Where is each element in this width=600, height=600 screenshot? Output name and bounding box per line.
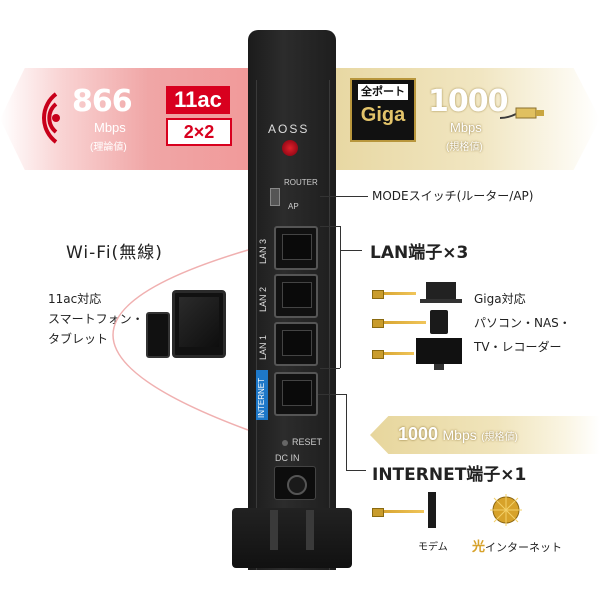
stand-slot-left [270,510,278,550]
internet-callout-vertical [346,394,347,470]
wifi-speed-unit: Mbps [94,120,126,135]
giga-desc-line2: パソコン・NAS・ [474,316,571,330]
lan-2-label: LAN 2 [258,286,268,312]
all-port-badge: 全ポート Giga [350,78,416,142]
tv-icon [416,338,462,374]
wifi-arc [18,240,258,444]
aoss-label: AOSS [268,122,310,136]
giga-desc-line1: Giga対応 [474,292,526,306]
internet-callout-bottom [346,470,366,471]
router-top-panel [256,80,330,570]
lan-cable-2 [376,321,426,324]
giga-desc-line3: TV・レコーダー [474,340,562,354]
wan-speed-note: (規格値) [481,432,518,443]
wifi-title: Wi-Fi(無線) [66,243,163,263]
wifi-speed-note: (理論値) [90,142,127,153]
lan-callout-top [320,226,340,227]
mode-router-label: ROUTER [284,178,318,187]
smartphone-icon [146,312,170,358]
hikari-label: 光インターネット [472,536,562,555]
lan-plug-1 [372,290,384,299]
mode-switch-callout: MODEスイッチ(ルーター/AP) [372,189,534,203]
wan-speed-unit: Mbps [442,427,477,443]
reset-button[interactable] [282,440,288,446]
wifi-desc-line3: タブレット [48,332,109,346]
wan-plug [372,508,384,517]
lan-ports-callout: LAN端子×3 [370,243,469,263]
dc-in-port[interactable] [274,466,316,500]
lan-callout-mid [340,250,362,251]
lan-port-2[interactable] [274,274,318,318]
wan-cable [376,510,424,513]
internet-label: INTERNET [257,378,266,418]
giga-label: Giga [360,104,406,126]
wired-speed-note: (規格値) [446,142,483,153]
wired-speed-value: 1000 [428,84,508,119]
11ac-badge: 11ac [166,86,230,114]
lan-callout-bracket [340,226,341,368]
lan-port-1[interactable] [274,322,318,366]
internet-callout-top [318,394,346,395]
reset-label: RESET [292,437,323,447]
wired-speed-unit: Mbps [450,120,482,135]
lan-plug-3 [372,350,384,359]
hikari-globe-icon [486,490,526,534]
wifi-desc-line1: 11ac対応 [48,292,102,306]
tablet-icon [172,290,226,358]
modem-icon [428,492,436,528]
dc-in-label: DC IN [275,453,300,463]
aoss-button[interactable] [282,140,298,156]
wan-speed-value: 1000 [398,424,439,444]
modem-label: モデム [418,542,448,553]
2x2-badge: 2×2 [166,118,232,146]
internet-port[interactable] [274,372,318,416]
mode-switch[interactable] [270,188,280,206]
stand-slot-right [306,510,314,550]
wan-speed-text: 1000 Mbps (規格値) [398,424,518,445]
internet-port-callout: INTERNET端子×1 [372,465,527,485]
mode-ap-label: AP [288,202,299,211]
lan-cable-icon [498,98,548,132]
lan-cable-1 [376,292,416,295]
hikari-rest: インターネット [485,541,563,554]
mode-callout-line [320,196,368,197]
wifi-speed-value: 866 [72,84,133,119]
lan-port-3[interactable] [274,226,318,270]
lan-plug-2 [372,319,384,328]
lan-3-label: LAN 3 [258,238,268,264]
laptop-icon [420,282,462,308]
lan-1-label: LAN 1 [258,334,268,360]
router-stand [232,508,352,568]
lan-callout-bottom [320,368,340,369]
all-port-label: 全ポート [358,84,408,100]
lan-cable-3 [376,352,414,355]
wifi-signal-icon [22,90,62,150]
nas-icon [430,310,448,334]
internet-label-badge [256,370,268,420]
hikari-prefix: 光 [472,540,486,555]
wan-speed-banner [370,416,600,454]
